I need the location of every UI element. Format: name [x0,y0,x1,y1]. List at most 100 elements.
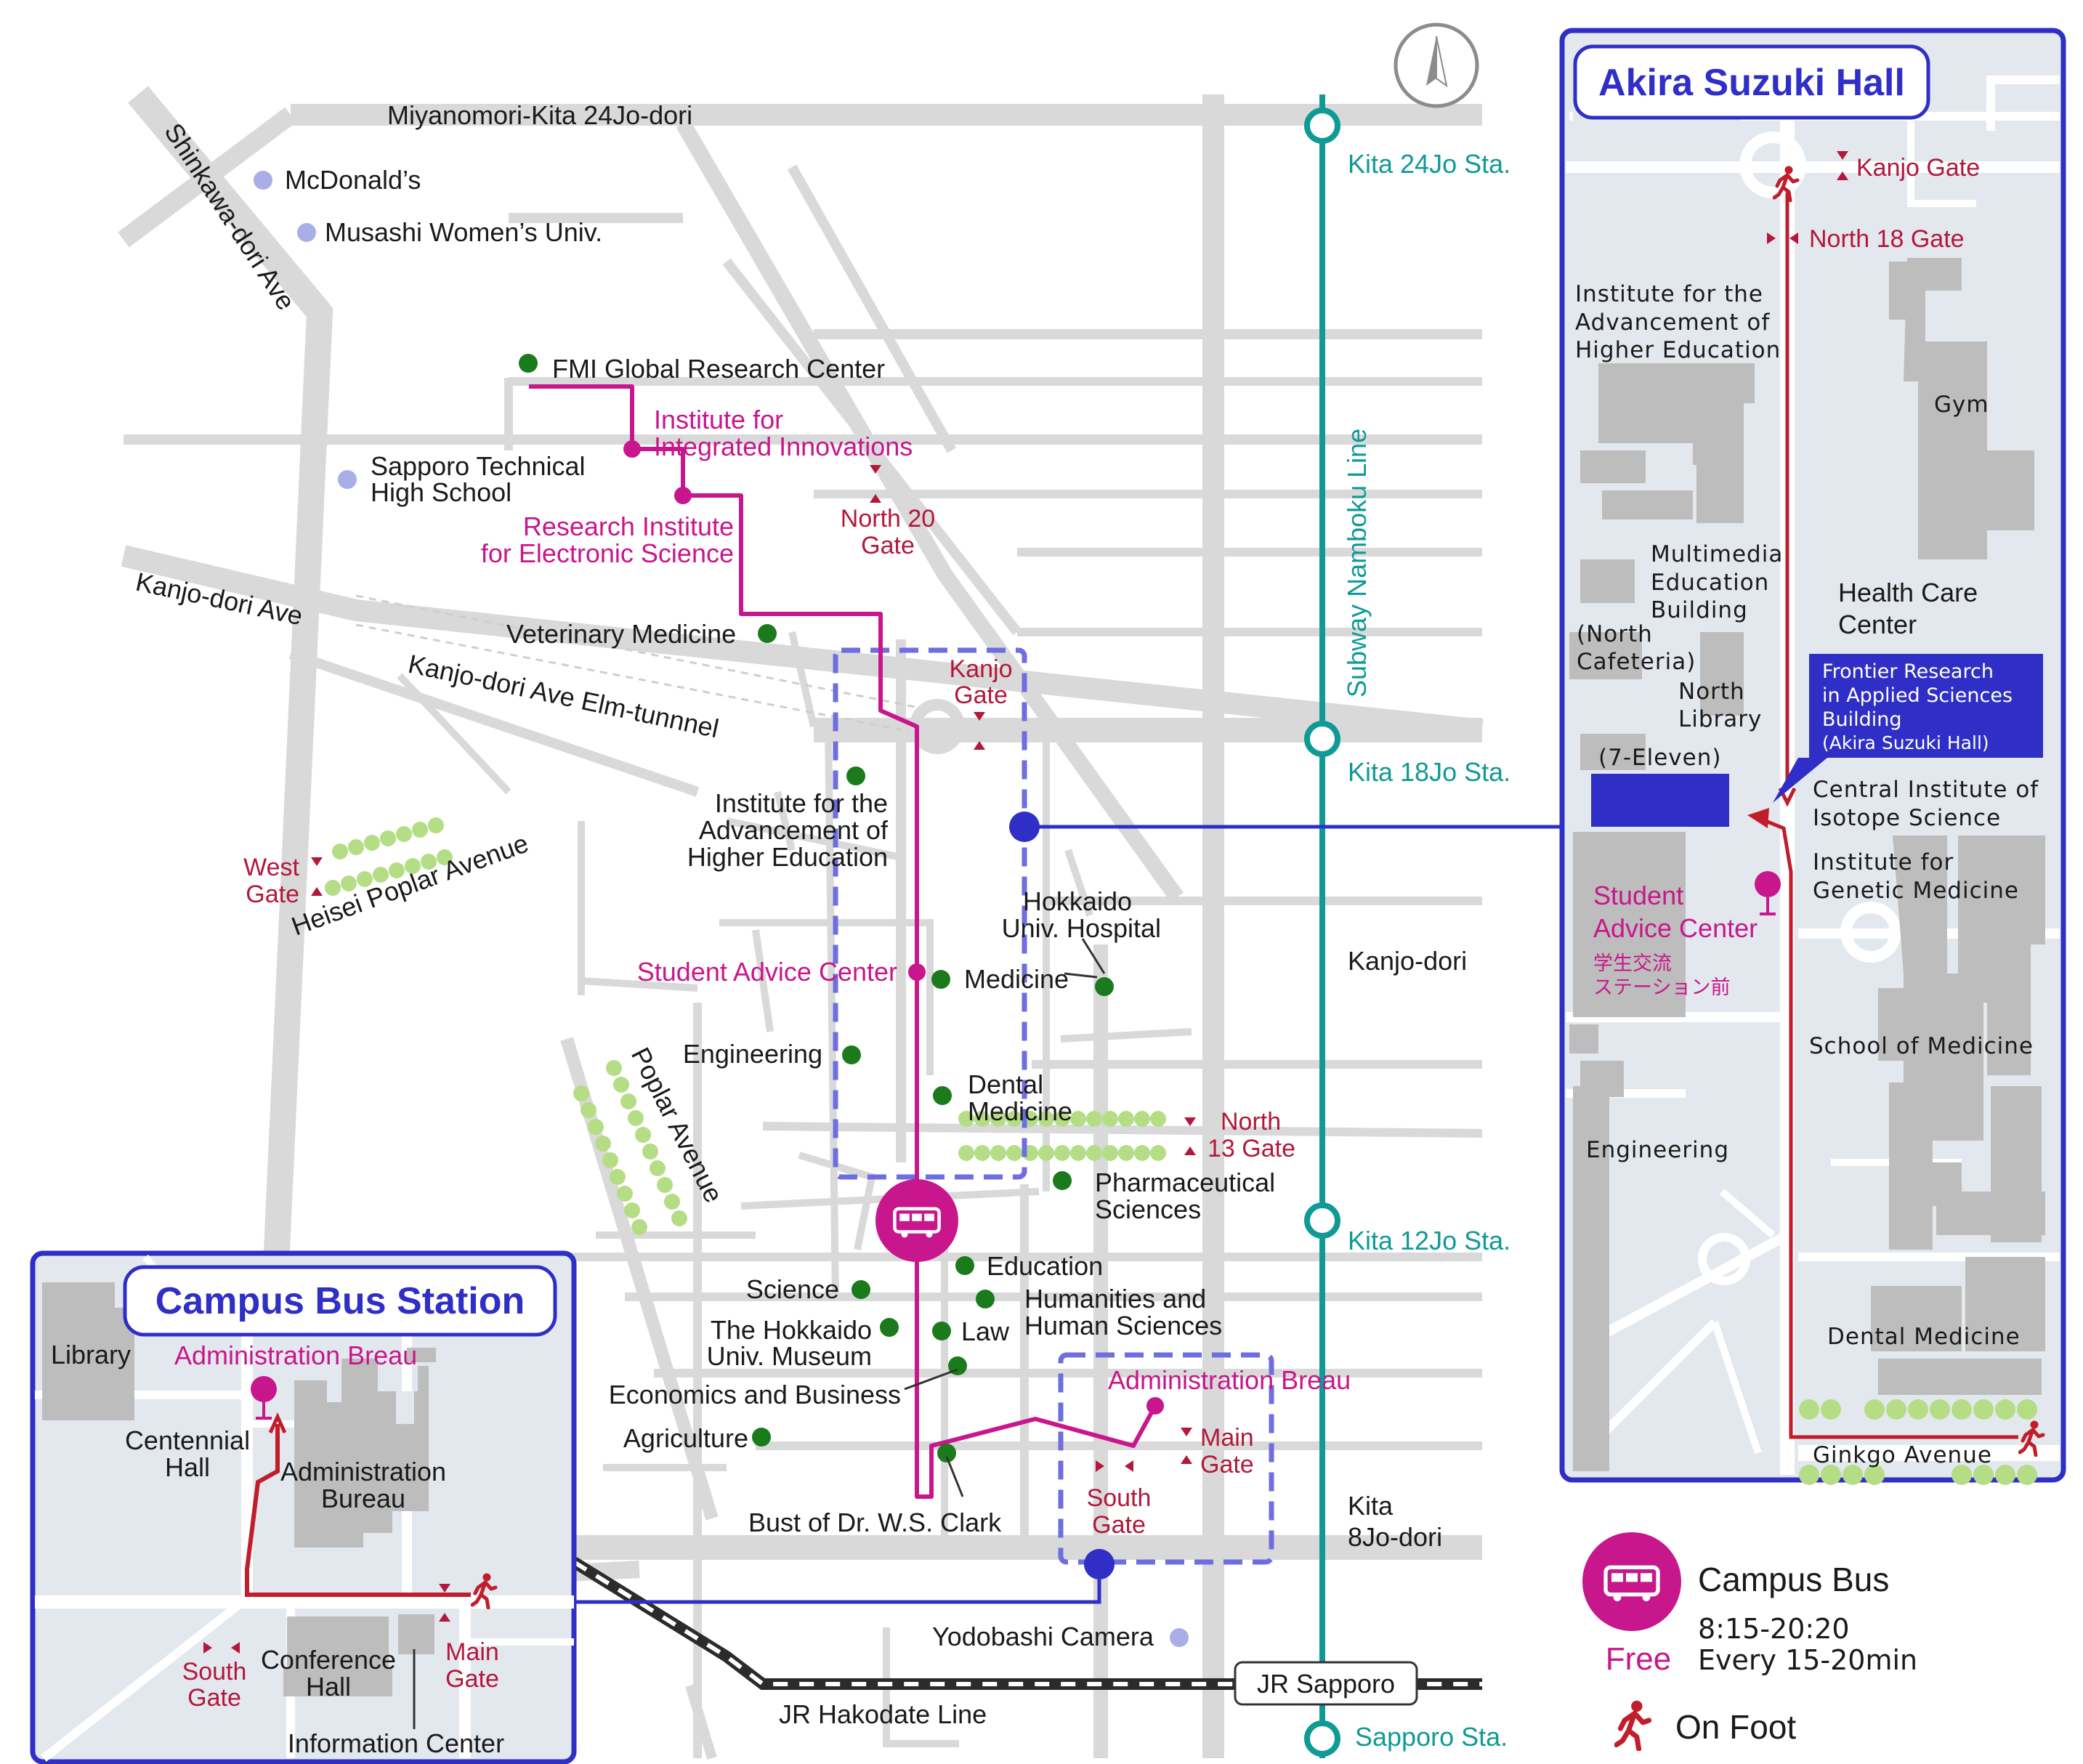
info-center-label: Information Center [288,1728,504,1758]
inset-student-advice-label-2: Advice Center [1593,913,1758,943]
multimedia-label-1: Multimedia [1651,541,1783,567]
campus-bus-map-marker[interactable] [875,1179,958,1262]
gate-markers [311,465,1196,1472]
hospital-leader-line [1064,938,1106,979]
education-label: Education [987,1251,1103,1281]
student-advice-bus-stop-marker[interactable] [908,963,926,981]
north-library-label-1: North [1678,679,1745,705]
inset-admin-stop-label: Administration Breau [174,1340,417,1370]
iahe-label-3: Higher Education [687,842,888,872]
iahe-label-2: Advancement of [699,815,889,845]
facility-markers [519,354,1114,1462]
iii-bus-stop-marker[interactable] [623,440,641,458]
heisei-poplar-label: Heisei Poplar Avenue [288,828,533,941]
gate-labels: North 20 Gate Kanjo Gate West Gate North… [243,505,1295,1539]
frontier-label-3: Building [1822,708,1902,731]
clark-label: Bust of Dr. W.S. Clark [748,1508,1002,1537]
bus-stop-labels: Institute for Integrated Innovations Res… [481,405,1351,1395]
ginkgo-avenue-label: Ginkgo Avenue [1813,1442,1992,1468]
jr-railway [570,1557,1482,1690]
bus-stops [623,440,1164,1415]
frontier-label-2: in Applied Sciences [1822,684,2013,707]
vet-label: Veterinary Medicine [506,619,736,649]
inset-student-advice-label-1: Student [1593,881,1683,910]
ries-label-2: for Electronic Science [481,538,734,568]
elm-tunnel-line [355,623,923,735]
kita18-label: Kita 18Jo Sta. [1348,757,1510,787]
sapporo-station-marker[interactable] [1304,1720,1340,1757]
school-medicine-label: School of Medicine [1809,1033,2034,1059]
ries-label-1: Research Institute [523,511,734,541]
clark-leader-line [945,1456,964,1497]
museum-label-1: The Hokkaido [711,1315,872,1345]
campus-bus-station-title-box [123,1265,557,1337]
econ-leader-line [904,1368,958,1391]
legend-hours: 8:15-20:20 [1698,1613,1850,1645]
shinkawa-road-label: Shinkawa-dori Ave [158,118,301,315]
rail-labels: JR Hakodate Line JR Sapporo [779,1661,1418,1729]
inset-campus-bus-station: Campus Bus Station Library Administratio… [30,1250,577,1764]
musashi-label: Musashi Women’s Univ. [325,217,602,247]
kita24-station-marker[interactable] [1304,108,1340,144]
admin-bureau-label-2: Bureau [321,1484,405,1513]
walking-person-icon [1617,1701,1649,1749]
genetic-label-2: Genetic Medicine [1813,878,2019,904]
inset-student-advice-jp-2: ステーション前 [1593,976,1730,999]
iii-label-1: Institute for [654,405,783,434]
frontier-label-4: (Akira Suzuki Hall) [1822,732,1989,753]
admin-stop-label: Administration Breau [1108,1365,1351,1395]
north-library-label-2: Library [1678,706,1762,732]
kita12-station-marker[interactable] [1304,1202,1340,1239]
akira-suzuki-hall-building[interactable] [1591,774,1729,827]
health-care-label-1: Health Care [1838,578,1978,607]
yodobashi-label: Yodobashi Camera [932,1622,1154,1651]
hospital-label-1: Hokkaido [1023,886,1132,916]
pharma-label-1: Pharmaceutical [1095,1168,1275,1197]
humanities-label-1: Humanities and [1024,1284,1206,1314]
centennial-label-2: Hall [165,1452,210,1482]
student-advice-bus-stop-icon[interactable] [1755,871,1781,897]
kanjo-dori-label: Kanjo-dori [1348,946,1467,976]
admin-bureau-label-1: Administration [280,1457,446,1486]
north13-gate-label-1: North [1221,1108,1281,1136]
kita18-station-marker[interactable] [1304,721,1340,757]
campus-bus-route [529,384,1157,1499]
north-campus-area-box [833,647,1027,1180]
legend-bus-label: Campus Bus [1698,1561,1889,1598]
inset-student-advice-jp-1: 学生交流 [1593,952,1672,975]
inset-dental-label: Dental Medicine [1827,1324,2021,1350]
elm-tunnel-line [355,594,923,710]
kita24-label: Kita 24Jo Sta. [1348,149,1510,179]
jr-sapporo-box[interactable] [1234,1661,1418,1706]
inset-iahe-label-3: Higher Education [1575,337,1781,363]
admin-bus-stop-marker[interactable] [1146,1397,1164,1415]
fmi-label: FMI Global Research Center [552,354,885,384]
inset-engineering-label: Engineering [1586,1137,1729,1163]
science-label: Science [746,1274,839,1304]
main-gate-label-1: Main [1200,1424,1254,1452]
inset-iahe-label-2: Advancement of [1575,309,1770,336]
poi-labels: McDonald’s Musashi Women’s Univ. Sapporo… [285,165,1154,1651]
poplar-avenue-trees [573,1060,687,1235]
kanjo-gate-label-1: Kanjo [950,655,1013,683]
road-network [72,86,1484,1760]
suzuki-hall-location-marker[interactable] [1009,812,1040,842]
kita8-label-line1: Kita [1348,1491,1394,1521]
medicine-label: Medicine [964,964,1069,994]
student-advice-label: Student Advice Center [637,957,897,987]
hospital-label-2: Univ. Hospital [1002,913,1161,943]
conference-label-2: Hall [306,1672,351,1702]
north20-gate-label-2: Gate [861,532,915,559]
pharma-label-2: Sciences [1095,1194,1201,1224]
admin-bus-stop-icon[interactable] [251,1376,277,1402]
bus-station-location-marker[interactable] [1084,1549,1115,1579]
inset-main-gate-label-2: Gate [445,1665,499,1693]
jr-sapporo-label: JR Sapporo [1257,1669,1395,1699]
ries-bus-stop-marker[interactable] [674,487,692,504]
legend-frequency: Every 15-20min [1698,1644,1917,1676]
inset-library-label: Library [51,1340,131,1369]
multimedia-label-3: Building [1651,597,1748,623]
museum-label-2: Univ. Museum [707,1341,872,1371]
isotope-label-1: Central Institute of [1813,777,2039,803]
subway-line-label: Subway Namboku Line [1342,429,1372,697]
